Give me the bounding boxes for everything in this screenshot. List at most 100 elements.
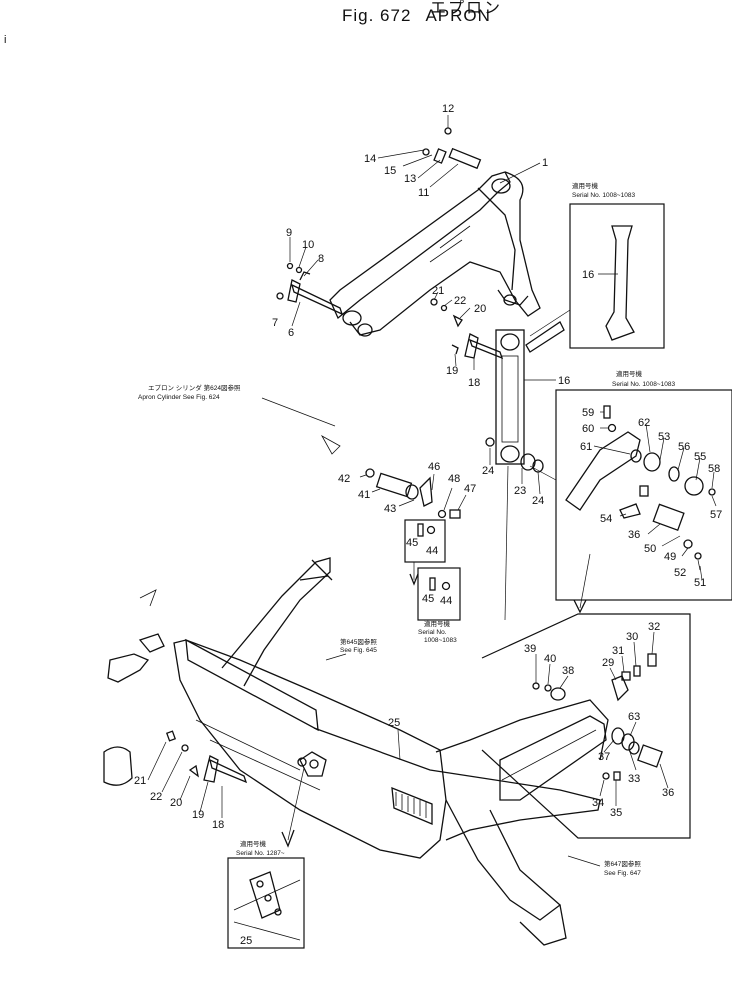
- callout-53: 53: [658, 431, 670, 443]
- callout-15: 15: [384, 165, 396, 177]
- callout-11: 11: [418, 187, 429, 199]
- callout-20-lower: 20: [170, 797, 182, 809]
- apron-cylinder-note: Apron Cylinder See Fig. 624: [138, 394, 220, 401]
- callout-12: 12: [442, 103, 454, 115]
- callout-34: 34: [592, 797, 604, 809]
- serial-mid-jp: 適用号機: [616, 369, 643, 378]
- callout-44-detail: 44: [440, 595, 452, 607]
- callout-54: 54: [600, 513, 612, 525]
- callout-8: 8: [318, 253, 324, 265]
- callout-6: 6: [288, 327, 294, 339]
- callout-39: 39: [524, 643, 536, 655]
- serial-small-2: 1008~1083: [424, 637, 457, 644]
- callout-52: 52: [674, 567, 686, 579]
- detail-box-serial-mid: [529, 389, 732, 601]
- callout-36-lower: 36: [662, 787, 674, 799]
- callout-59: 59: [582, 407, 594, 419]
- serial-small-jp: 適用号機: [424, 619, 451, 628]
- callout-61: 61: [580, 441, 592, 453]
- callout-29: 29: [602, 657, 614, 669]
- callout-40: 40: [544, 653, 556, 665]
- callout-47: 47: [464, 483, 476, 495]
- callout-50: 50: [644, 543, 656, 555]
- figure-title: Fig. 672 APRON: [342, 6, 491, 26]
- callout-35: 35: [610, 807, 622, 819]
- callout-32: 32: [648, 621, 660, 633]
- callout-19-upper: 19: [446, 365, 458, 377]
- callout-22-lower: 22: [150, 791, 162, 803]
- see-fig-647-jp: 第647図参照: [604, 859, 641, 868]
- callout-25-detail: 25: [240, 935, 252, 947]
- callout-57: 57: [710, 509, 722, 521]
- serial-bottom-jp: 適用号機: [240, 839, 267, 848]
- callout-18-upper: 18: [468, 377, 480, 389]
- right-pin-group: [430, 291, 504, 370]
- see-fig-645: See Fig. 645: [340, 647, 377, 654]
- callout-14: 14: [364, 153, 376, 165]
- callout-16-detail: 16: [582, 269, 594, 281]
- callout-19-lower: 19: [192, 809, 204, 821]
- callout-48: 48: [448, 473, 460, 485]
- lower-pin-group: [147, 730, 305, 848]
- callout-42: 42: [338, 473, 350, 485]
- callout-22-upper: 22: [454, 295, 466, 307]
- callout-25: 25: [388, 717, 400, 729]
- callout-41: 41: [358, 489, 370, 501]
- callout-43: 43: [384, 503, 396, 515]
- serial-top-jp: 適用号機: [572, 181, 599, 190]
- callout-labels: 1 6 7 8 9 10 11 12 13 14 15 16 16 18 19 …: [134, 103, 722, 947]
- callout-7: 7: [272, 317, 278, 329]
- see645-leader: [325, 653, 347, 661]
- callout-55: 55: [694, 451, 706, 463]
- callout-10: 10: [302, 239, 314, 251]
- left-frame: [103, 557, 333, 786]
- callout-45-detail: 45: [422, 593, 434, 605]
- arm-assembly: [329, 171, 541, 337]
- callout-20-upper: 20: [474, 303, 486, 315]
- callout-23: 23: [514, 485, 526, 497]
- upper-pin-group: [377, 115, 541, 188]
- callout-9: 9: [286, 227, 292, 239]
- callout-16: 16: [558, 375, 570, 387]
- callout-37: 37: [598, 751, 610, 763]
- callout-21-upper: 21: [432, 285, 444, 297]
- callout-60: 60: [582, 423, 594, 435]
- see-fig-645-jp: 第645図参照: [340, 637, 377, 646]
- left-pin-group: [276, 237, 344, 327]
- callout-1: 1: [542, 157, 548, 169]
- callout-63: 63: [628, 711, 640, 723]
- callout-21-lower: 21: [134, 775, 146, 787]
- detail-box-bottom-right: [481, 553, 691, 839]
- callout-56: 56: [678, 441, 690, 453]
- figure-name: APRON: [425, 6, 491, 25]
- callout-13: 13: [404, 173, 416, 185]
- apron-blade: [173, 638, 609, 946]
- callout-36-upper: 36: [628, 529, 640, 541]
- callout-44: 44: [426, 545, 438, 557]
- apron-cylinder-jp: エプロン シリンダ 第624図参照: [148, 383, 241, 392]
- callout-18-lower: 18: [212, 819, 224, 831]
- callout-46: 46: [428, 461, 440, 473]
- margin-mark: i: [4, 34, 7, 46]
- callout-33: 33: [628, 773, 640, 785]
- callout-45: 45: [406, 537, 418, 549]
- callout-31: 31: [612, 645, 624, 657]
- callout-24-right: 24: [532, 495, 544, 507]
- callout-38: 38: [562, 665, 574, 677]
- serial-mid: Serial No. 1008~1083: [612, 381, 675, 388]
- callout-24-left: 24: [482, 465, 494, 477]
- cylinder-pin-group: [261, 397, 467, 621]
- figure-number: Fig. 672: [342, 6, 412, 25]
- detail-box-serial-top: [529, 203, 665, 349]
- see-fig-647: See Fig. 647: [604, 870, 641, 877]
- serial-small-1: Serial No.: [418, 629, 447, 636]
- detail-box-serial-bottom: [227, 857, 305, 949]
- callout-30: 30: [626, 631, 638, 643]
- serial-top: Serial No. 1008~1083: [572, 192, 635, 199]
- title-japanese: エプロン: [430, 0, 503, 17]
- callout-58: 58: [708, 463, 720, 475]
- callout-49: 49: [664, 551, 676, 563]
- callout-51: 51: [694, 577, 706, 589]
- link-16: [485, 321, 565, 621]
